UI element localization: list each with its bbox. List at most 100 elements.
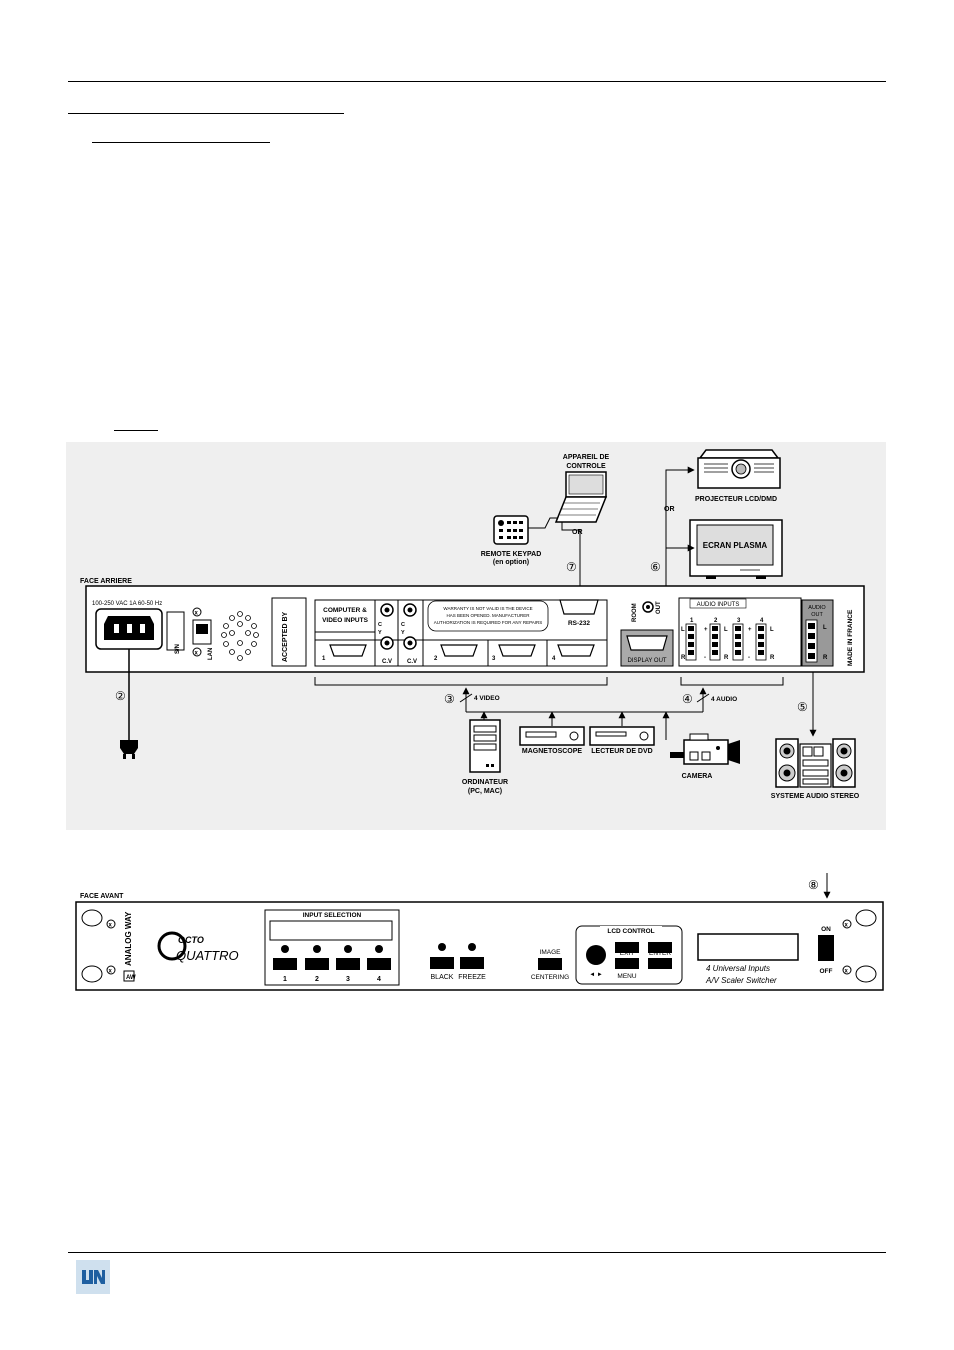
enter-button-top[interactable] bbox=[648, 942, 672, 953]
enter-label: ENTER bbox=[649, 950, 671, 957]
callout-5: ⑤ bbox=[797, 700, 808, 714]
rs232-port bbox=[559, 599, 599, 615]
heading-underline-3 bbox=[114, 430, 158, 431]
octoquattro-logo: OCTO QUATTRO bbox=[157, 931, 239, 963]
stereo-system-icon bbox=[775, 738, 856, 788]
bnc-connectors bbox=[380, 603, 417, 650]
projector-icon bbox=[697, 449, 781, 489]
vcr-icon bbox=[519, 726, 585, 746]
input-button-3[interactable] bbox=[336, 958, 360, 970]
input-button-4[interactable] bbox=[367, 958, 391, 970]
audio-R-2: R bbox=[724, 655, 729, 661]
input-btn-label-4: 4 bbox=[377, 976, 381, 983]
centering-label: CENTERING bbox=[531, 974, 569, 981]
dvd-label: LECTEUR DE DVD bbox=[591, 748, 652, 755]
freeze-label: FREEZE bbox=[458, 974, 486, 981]
input-num-3: 3 bbox=[492, 656, 496, 662]
or-label-2: OR bbox=[664, 506, 675, 513]
exit-label: EXIT bbox=[620, 950, 634, 957]
remote-label-2: (en option) bbox=[493, 559, 529, 566]
dvd-player-icon bbox=[589, 726, 655, 746]
input-btn-label-3: 3 bbox=[346, 976, 350, 983]
freeze-button[interactable] bbox=[460, 957, 484, 969]
heading-underline-1 bbox=[68, 113, 344, 114]
inputs-label-1: COMPUTER & bbox=[323, 607, 367, 614]
image-label: IMAGE bbox=[540, 949, 562, 956]
inputs-label-2: VIDEO INPUTS bbox=[322, 617, 369, 624]
audio-L-3: L bbox=[770, 627, 774, 633]
input-selection-label: INPUT SELECTION bbox=[303, 912, 362, 919]
computer-label-1: ORDINATEUR bbox=[462, 779, 508, 786]
svg-text:x: x bbox=[195, 611, 199, 617]
svg-text:x: x bbox=[195, 651, 199, 657]
input-button-2[interactable] bbox=[305, 958, 329, 970]
c-label-2: C bbox=[401, 622, 405, 628]
callout-6: ⑥ bbox=[650, 560, 661, 574]
svg-text:x: x bbox=[845, 969, 849, 975]
vcr-label: MAGNETOSCOPE bbox=[522, 748, 582, 755]
front-title: FACE AVANT bbox=[80, 893, 124, 900]
warranty-1: WARRANTY IS NOT VALID IS THE DEVICE bbox=[443, 606, 532, 611]
callout-2: ② bbox=[115, 689, 126, 703]
camera-label: CAMERA bbox=[682, 773, 713, 780]
audio-num-3: 3 bbox=[737, 618, 741, 624]
room-label-1: ROOM bbox=[632, 603, 638, 622]
brand-logo-icon bbox=[123, 970, 135, 982]
input-button-1[interactable] bbox=[273, 958, 297, 970]
audio-R-1: R bbox=[681, 655, 686, 661]
enter-button[interactable] bbox=[648, 958, 672, 969]
audio-L-2: L bbox=[724, 627, 728, 633]
power-switch[interactable] bbox=[818, 935, 834, 961]
black-label: BLACK bbox=[431, 974, 454, 981]
y-label-1: Y bbox=[378, 630, 382, 636]
input-num-4: 4 bbox=[552, 656, 556, 662]
plasma-screen-icon bbox=[689, 519, 783, 579]
image-centering-button[interactable] bbox=[538, 958, 562, 970]
input-btn-label-1: 1 bbox=[283, 976, 287, 983]
exit-button-top[interactable] bbox=[615, 942, 639, 953]
menu-label: MENU bbox=[617, 973, 636, 980]
four-audio-label: 4 AUDIO bbox=[711, 696, 737, 703]
input-btn-label-2: 2 bbox=[315, 976, 319, 983]
computer-tower-icon bbox=[469, 719, 501, 773]
audio-num-4: 4 bbox=[760, 618, 764, 624]
rs232-label: RS-232 bbox=[568, 620, 590, 627]
db15-connectors bbox=[329, 644, 595, 657]
input-num-2: 2 bbox=[434, 656, 438, 662]
header-rule bbox=[68, 81, 886, 82]
svg-text:x: x bbox=[109, 923, 113, 929]
lcd-jog-knob[interactable] bbox=[586, 945, 606, 965]
vent-holes bbox=[221, 611, 259, 661]
accepted-label: ACCEPTED BY bbox=[282, 611, 289, 662]
plug-icon bbox=[120, 740, 138, 759]
audio-minus-1: - bbox=[704, 655, 706, 661]
sn-label: S/N bbox=[175, 644, 181, 654]
lan-label: LAN bbox=[208, 648, 214, 660]
audio-num-2: 2 bbox=[714, 618, 718, 624]
footer-rule bbox=[68, 1252, 886, 1253]
callout-8: ⑧ bbox=[808, 878, 819, 892]
or-label-1: OR bbox=[572, 529, 583, 536]
black-button[interactable] bbox=[430, 957, 454, 969]
callout-4: ④ bbox=[682, 692, 693, 706]
display-out-label: DISPLAY OUT bbox=[627, 658, 666, 664]
tagline-2: A/V Scaler Switcher bbox=[705, 976, 777, 985]
callout-3: ③ bbox=[444, 692, 455, 706]
svg-text:AW: AW bbox=[126, 975, 136, 981]
c-label-1: C bbox=[378, 622, 382, 628]
four-video-label: 4 VIDEO bbox=[474, 695, 500, 702]
exit-button[interactable] bbox=[615, 958, 639, 969]
audio-out-R: R bbox=[823, 655, 828, 661]
camera-icon bbox=[670, 733, 740, 765]
svg-text:x: x bbox=[845, 923, 849, 929]
heading-underline-2 bbox=[92, 142, 270, 143]
laptop-icon bbox=[554, 471, 608, 523]
audio-minus-2: - bbox=[748, 655, 750, 661]
y-label-2: Y bbox=[401, 630, 405, 636]
room-label-2: OUT bbox=[656, 601, 662, 614]
company-logo-icon bbox=[76, 1260, 110, 1294]
made-in-label: MADE IN FRANCE bbox=[847, 609, 854, 666]
svg-text:x: x bbox=[109, 969, 113, 975]
audio-R-3: R bbox=[770, 655, 775, 661]
